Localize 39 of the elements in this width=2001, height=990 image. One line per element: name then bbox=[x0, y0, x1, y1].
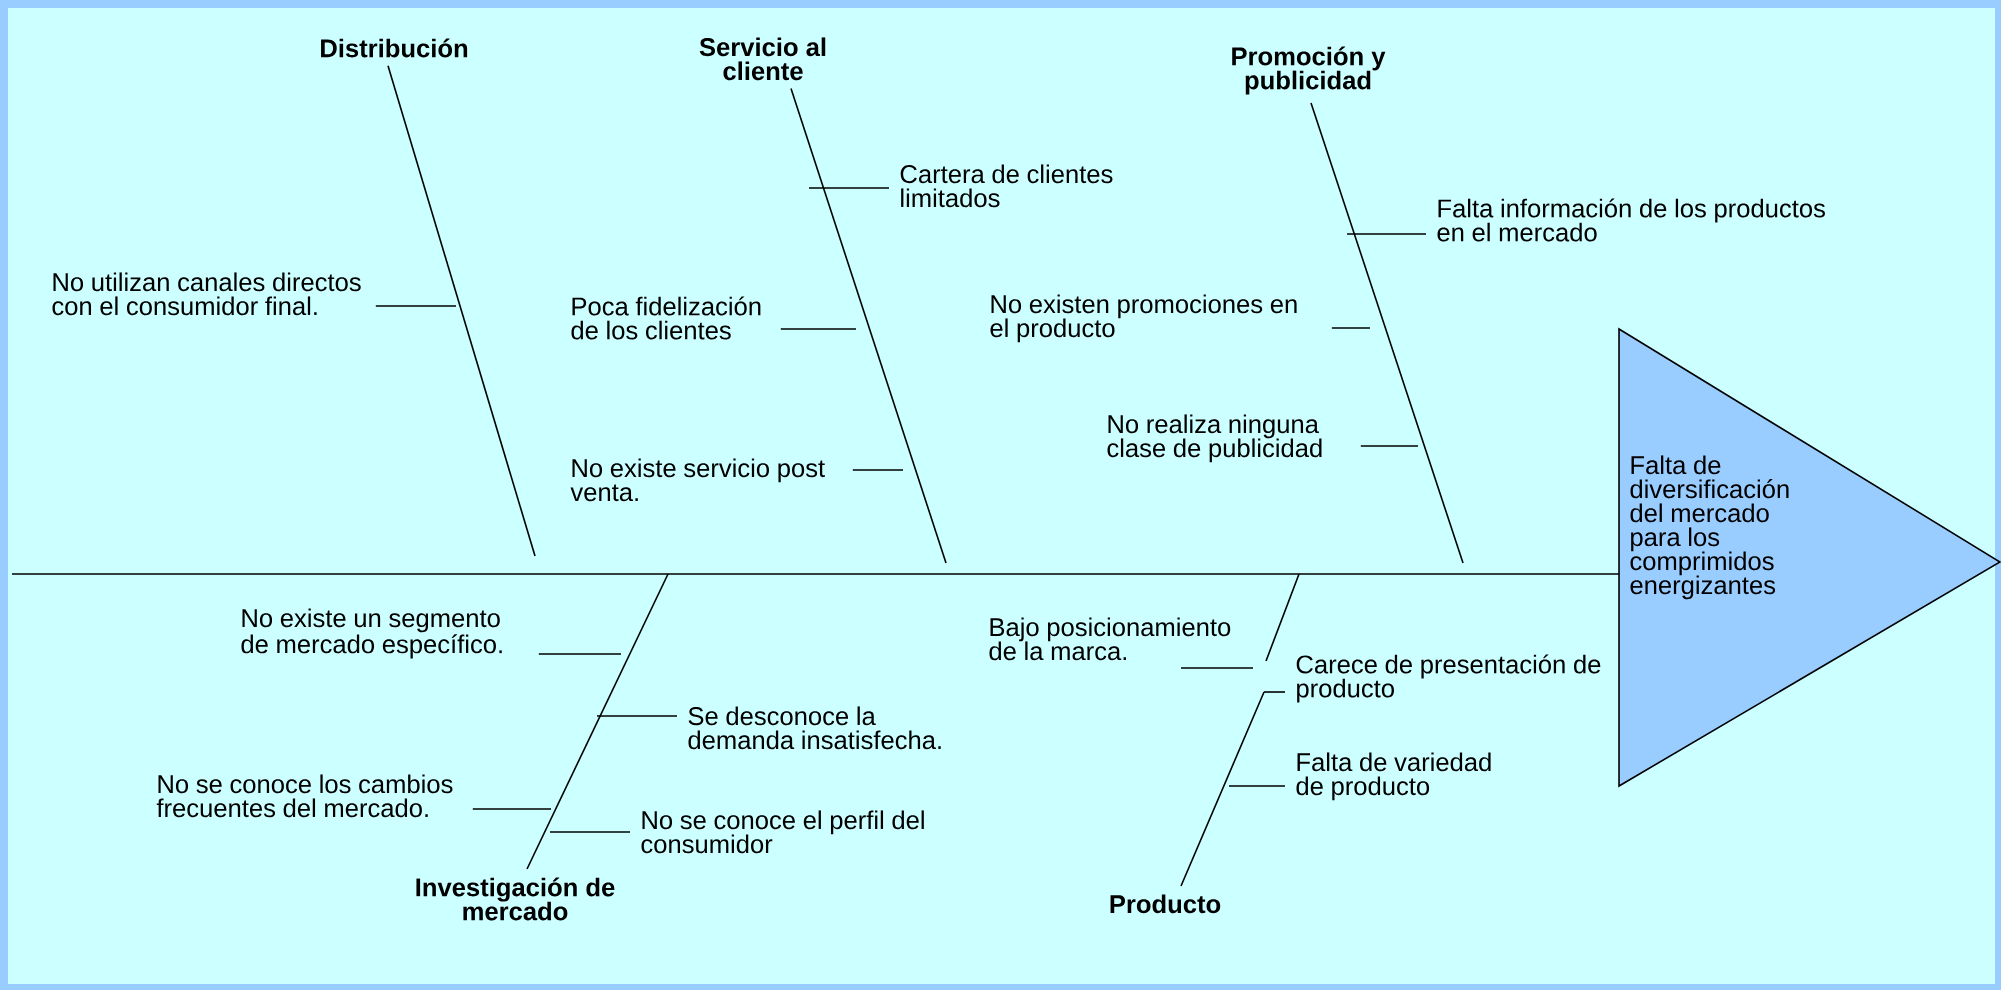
cause-text: No existe servicio post venta. bbox=[570, 458, 825, 502]
cause-text: Se desconoce la demanda insatisfecha. bbox=[688, 706, 941, 750]
cause-line bbox=[808, 187, 890, 189]
cause-line bbox=[538, 653, 622, 655]
cause-line bbox=[1346, 233, 1427, 235]
cause-text: No existe un segmento de mercado específico. bbox=[241, 608, 502, 659]
cause-line bbox=[780, 328, 857, 330]
cause-line bbox=[549, 831, 631, 833]
category-label: Producto bbox=[1110, 894, 1221, 914]
cause-line bbox=[1263, 691, 1286, 693]
cause-text: Cartera de clientes limitados bbox=[900, 164, 1113, 208]
cause-text: Falta de variedad de producto bbox=[1296, 752, 1491, 801]
cause-text: Poca fidelización de los clientes bbox=[571, 296, 761, 340]
cause-text: No utilizan canales directos con el consumidor final. bbox=[52, 272, 361, 316]
cause-line bbox=[1331, 327, 1371, 329]
cause-text: Bajo posicionamiento de la marca. bbox=[989, 617, 1231, 661]
category-label: Investigación de mercado bbox=[416, 877, 615, 921]
cause-line bbox=[852, 469, 904, 471]
cause-text: No se conoce los cambios frecuentes del mercado. bbox=[156, 774, 453, 818]
cause-line bbox=[1360, 445, 1419, 447]
spine-line bbox=[11, 573, 1620, 575]
category-label: Promoción y publicidad bbox=[1232, 46, 1386, 95]
bone-line bbox=[790, 87, 947, 564]
cause-line bbox=[472, 808, 552, 810]
bone-line bbox=[1310, 102, 1464, 564]
cause-line bbox=[596, 715, 678, 717]
cause-line bbox=[375, 305, 457, 307]
cause-text: No existen promociones en el producto bbox=[990, 294, 1297, 343]
bone-line bbox=[387, 65, 536, 557]
cause-text: Carece de presentación de producto bbox=[1296, 654, 1601, 703]
cause-line bbox=[1180, 667, 1254, 669]
cause-text: No se conoce el perfil del consumidor bbox=[641, 810, 924, 854]
category-label: Servicio al cliente bbox=[699, 37, 826, 81]
bone-line bbox=[526, 573, 669, 870]
cause-text: No realiza ninguna clase de publicidad bbox=[1107, 414, 1322, 463]
cause-text: Falta información de los productos en el mercado bbox=[1437, 198, 1825, 242]
cause-line bbox=[1228, 785, 1286, 787]
bone-line bbox=[1180, 573, 1300, 887]
category-label: Distribución bbox=[321, 38, 468, 58]
